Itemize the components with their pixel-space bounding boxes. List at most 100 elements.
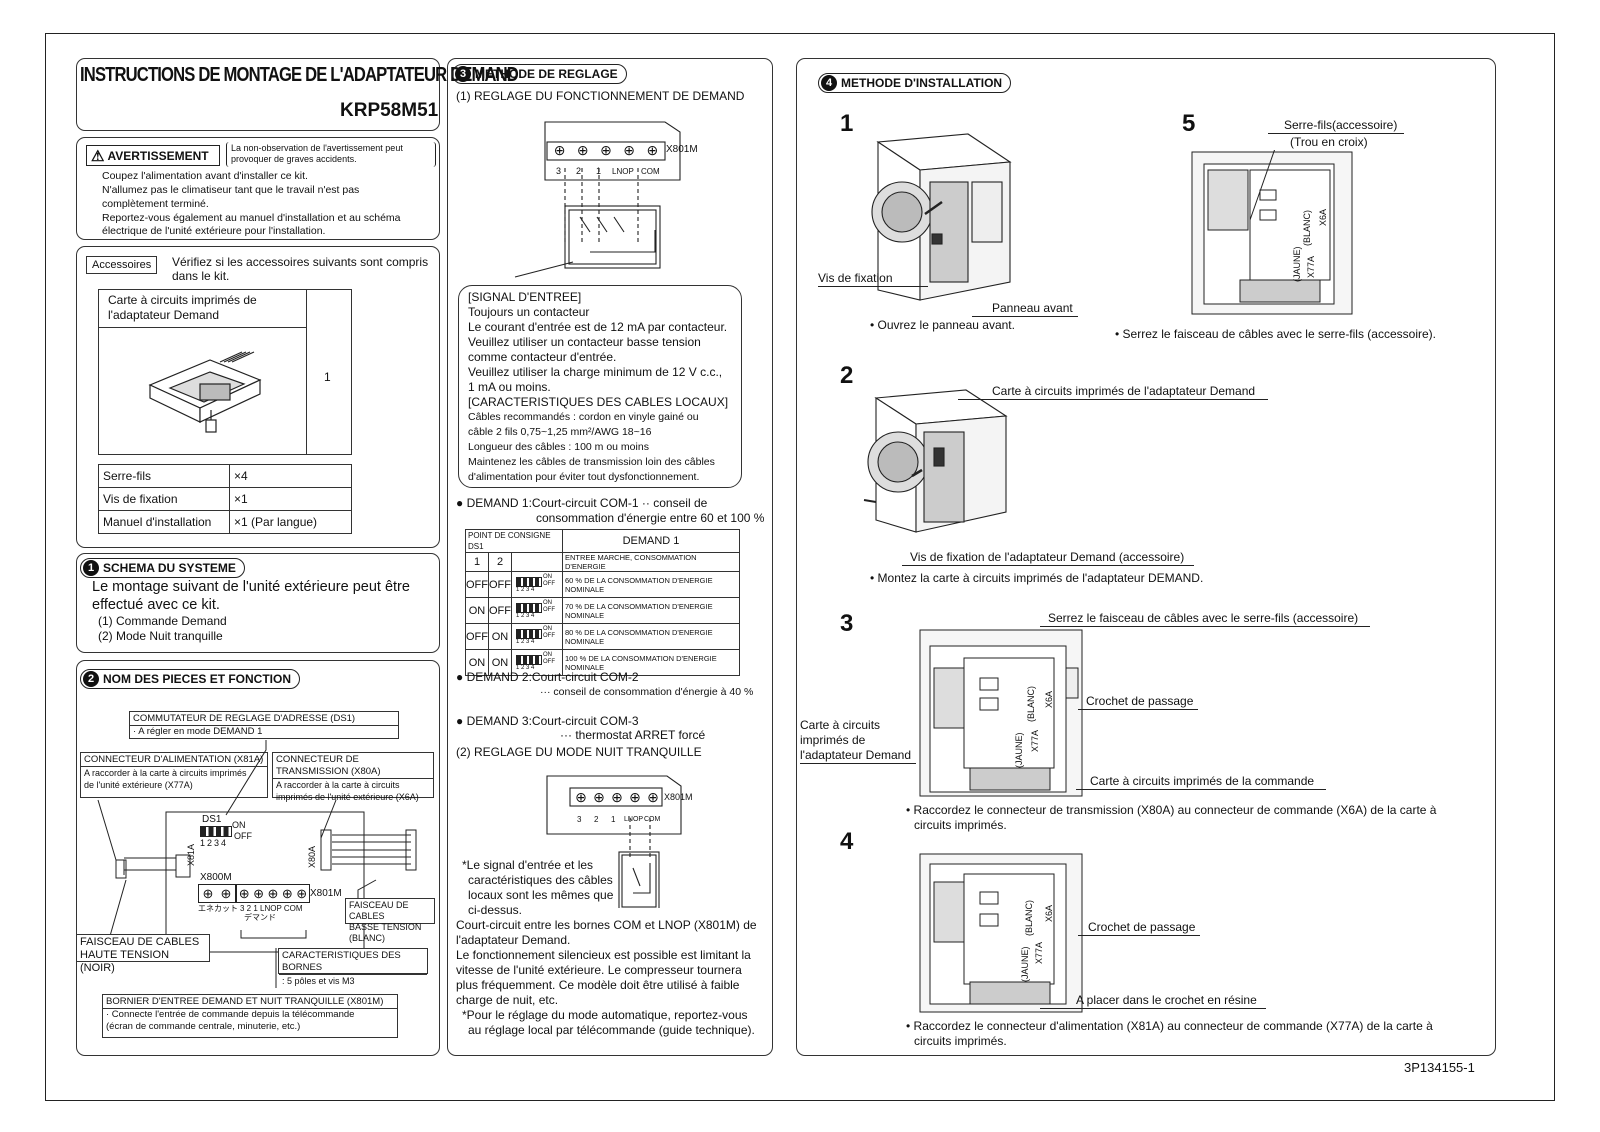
x801m-callout-line: (écran de commande centrale, minuterie, …: [106, 1021, 301, 1032]
screw-terminal-icon: ⊕: [553, 142, 566, 158]
step1-caption: • Ouvrez le panneau avant.: [870, 318, 1015, 332]
night-note-line: ci-dessus.: [468, 903, 523, 917]
step2-board-label: Carte à circuits imprimés de l'adaptateu…: [992, 384, 1256, 398]
ds1-on-label: ON: [232, 820, 246, 830]
table-cell: ON: [488, 649, 512, 676]
ds1-label: DS1: [202, 814, 222, 825]
screw-terminal-icon: ⊕: [267, 885, 279, 901]
table-cell: 80 % DE LA CONSOMMATION D'ENERGIE NOMINA…: [562, 623, 740, 650]
step5-caption: • Serrez le faisceau de câbles avec le s…: [1115, 327, 1436, 341]
dip-pins-label: 1 2 3 4: [516, 639, 535, 645]
leader-line: [1076, 789, 1326, 790]
leader-line: [1078, 935, 1200, 936]
terminal-pin-label: 2: [594, 815, 599, 824]
page-title: INSTRUCTIONS DE MONTAGE DE L'ADAPTATEUR …: [80, 64, 519, 86]
terminal-pin-label: 2: [576, 166, 582, 176]
auto-note-line: *Pour le réglage du mode automatique, re…: [462, 1008, 748, 1022]
table-row: Vis de fixation×1: [98, 487, 352, 511]
table-cell: OFF: [465, 571, 489, 598]
night-terminal-block: ⊕⊕⊕⊕⊕: [572, 789, 662, 805]
x800m-jp-label: エネカット: [198, 904, 238, 913]
signal-line: 1 mA ou moins.: [468, 380, 551, 394]
night-note-line: caractéristiques des câbles: [468, 873, 613, 887]
step3-caption: • Raccordez le connecteur de transmissio…: [906, 803, 1437, 817]
warning-triangle-icon: ⚠: [91, 147, 105, 165]
step3-pcb-view: [919, 629, 1083, 797]
demand1-table: POINT DE CONSIGNE DS1 DEMAND 1 1 2 ENTRE…: [465, 529, 740, 676]
terminal-pin-label: COM: [644, 816, 661, 823]
step4-resin-label: A placer dans le crochet en résine: [1076, 993, 1257, 1007]
cable-line: Maintenez les câbles de transmission loi…: [468, 456, 715, 468]
table-cell: 60 % DE LA CONSOMMATION D'ENERGIE NOMINA…: [562, 571, 740, 598]
step3-caption: circuits imprimés.: [914, 818, 1007, 832]
terminal-pin-label: 1: [596, 166, 602, 176]
leader-line: [818, 286, 928, 287]
section1-item: (2) Mode Nuit tranquille: [98, 629, 223, 643]
demand1-line: ● DEMAND 1:Court-circuit COM-1 ·· consei…: [456, 496, 708, 510]
section1-title: SCHEMA DU SYSTEME: [103, 561, 236, 575]
accessory-board-cell: [98, 289, 352, 455]
night-line: vitesse de l'unité extérieure. Le compre…: [456, 963, 742, 977]
screw-terminal-icon: ⊕: [281, 885, 293, 901]
screw-terminal-icon: ⊕: [576, 142, 589, 158]
table-cell: OFF: [488, 597, 512, 624]
step4-caption: • Raccordez le connecteur d'alimentation…: [906, 1019, 1433, 1033]
pcb-x6a-label: X6A: [1044, 904, 1054, 922]
dip-pins-label: 1 2 3 4: [516, 613, 535, 619]
terminal-pin-label: LNOP: [624, 816, 644, 823]
accessory-board-qty: 1: [324, 370, 331, 384]
night-line: Court-circuit entre les bornes COM et LN…: [456, 918, 757, 932]
screw-terminal-icon: ⊕: [593, 789, 605, 805]
pcb-jaune-label: (JAUNE): [1020, 946, 1030, 983]
demand2-line: ··· conseil de consommation d'énergie à …: [540, 686, 754, 698]
pcb-jaune-label: (JAUNE): [1292, 246, 1302, 283]
table-cell: ON: [488, 623, 512, 650]
table-cell: OFF: [488, 571, 512, 598]
cable-line: d'alimentation pour éviter tout dysfonct…: [468, 471, 700, 483]
x800m-terminal: ⊕⊕: [198, 884, 236, 903]
section4-box: [796, 58, 1496, 1056]
step1-panel-label: Panneau avant: [992, 301, 1073, 315]
screw-terminal-icon: ⊕: [202, 885, 214, 901]
accessory-table: Serre-fils×4 Vis de fixation×1 Manuel d'…: [98, 464, 352, 534]
demand3-line: ● DEMAND 3:Court-circuit COM-3: [456, 714, 639, 728]
section4-title: METHODE D'INSTALLATION: [841, 76, 1003, 90]
step1-number: 1: [840, 110, 854, 137]
dip-switch-icon: [516, 603, 542, 613]
outdoor-unit-board-mount: [863, 389, 1008, 533]
x80a-callout-line: imprimés de l'unité extérieure (X6A): [276, 792, 419, 802]
section2-box: [76, 660, 440, 1056]
x801m-jp-label: デマンド: [244, 913, 276, 922]
accessory-name: Vis de fixation: [98, 487, 230, 511]
screw-terminal-icon: ⊕: [238, 885, 250, 901]
ds1-callout-title: COMMUTATEUR DE REGLAGE D'ADRESSE (DS1): [130, 713, 398, 726]
high-voltage-line: HAUTE TENSION (NOIR): [80, 949, 170, 974]
dip-on-label: ON: [543, 574, 552, 580]
pcb-x6a-label: X6A: [1044, 690, 1054, 708]
night-wiring-diagram: [546, 775, 682, 908]
cable-line: Câbles recommandés : cordon en vinyle ga…: [468, 411, 699, 423]
section3-sub1: (1) REGLAGE DU FONCTIONNEMENT DE DEMAND: [456, 89, 745, 103]
accessory-board-head: [98, 289, 306, 328]
section1-line: effectué avec ce kit.: [92, 597, 220, 613]
step5-hole-label: (Trou en croix): [1290, 135, 1368, 149]
auto-note-line: au réglage local par télécommande (guide…: [468, 1023, 755, 1037]
night-note-line: *Le signal d'entrée et les: [462, 858, 594, 872]
x801m-terminal-label: X801M: [666, 144, 698, 155]
screw-terminal-icon: ⊕: [611, 789, 623, 805]
section-number-badge: 4: [821, 75, 837, 91]
ds1-dip-switch[interactable]: [200, 826, 232, 837]
screw-terminal-icon: ⊕: [629, 789, 641, 805]
table-subhead: 2: [488, 552, 512, 572]
step2-caption: • Montez la carte à circuits imprimés de…: [870, 571, 1204, 585]
accessory-board-qty-cell: [306, 289, 353, 455]
pcb-x6a-label: X6A: [1318, 208, 1328, 226]
demand1-line: consommation d'énergie entre 60 et 100 %: [536, 511, 765, 525]
screw-terminal-icon: ⊕: [647, 789, 659, 805]
terminal-pin-label: LNOP: [612, 167, 634, 176]
terminal-pin-label: COM: [641, 167, 660, 176]
